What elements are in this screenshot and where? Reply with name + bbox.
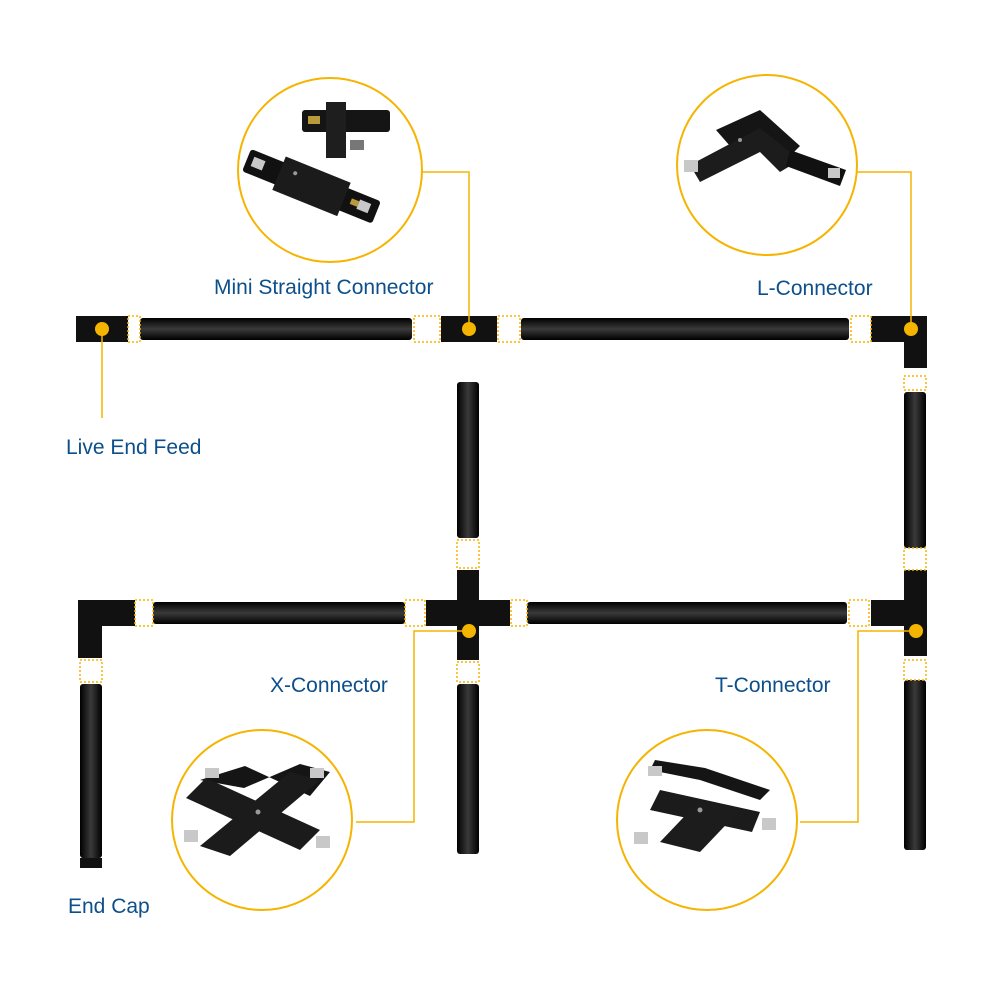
t-connector-block bbox=[871, 570, 927, 656]
track-rail bbox=[521, 318, 849, 340]
t-connector-image bbox=[634, 760, 776, 852]
joint-markers bbox=[79, 315, 927, 683]
x-connector-image bbox=[184, 764, 330, 856]
x-connector-dot bbox=[462, 624, 476, 638]
x-connector-callout bbox=[171, 729, 353, 911]
track-rail bbox=[140, 318, 412, 340]
l-connector-image bbox=[684, 110, 846, 186]
l-connector-block bbox=[871, 316, 927, 368]
marker-dots bbox=[95, 322, 923, 638]
track-rail bbox=[457, 382, 479, 538]
track-rail bbox=[80, 684, 102, 858]
label-l-connector: L-Connector bbox=[757, 277, 873, 300]
track-rails bbox=[80, 318, 926, 858]
l-connector-callout bbox=[676, 74, 858, 256]
elbow-connector-block bbox=[78, 600, 135, 658]
label-x-connector: X-Connector bbox=[270, 674, 388, 697]
track-rail bbox=[153, 602, 405, 624]
t-connector-dot bbox=[909, 624, 923, 638]
end-cap-block bbox=[80, 858, 102, 868]
mini-straight-dot bbox=[462, 322, 476, 336]
label-mini-straight-connector: Mini Straight Connector bbox=[214, 276, 434, 299]
mini-straight-callout bbox=[237, 77, 423, 263]
leader-lines bbox=[101, 171, 916, 823]
label-end-cap: End Cap bbox=[68, 895, 150, 918]
x-connector-block bbox=[426, 570, 510, 660]
label-live-end-feed: Live End Feed bbox=[66, 436, 202, 459]
l-connector-dot bbox=[904, 322, 918, 336]
track-rail bbox=[904, 392, 926, 548]
track-rail bbox=[904, 680, 926, 850]
mini-straight-connector-image bbox=[243, 102, 390, 223]
live-end-feed-dot bbox=[95, 322, 109, 336]
label-t-connector: T-Connector bbox=[715, 674, 831, 697]
track-rail bbox=[527, 602, 847, 624]
track-rail bbox=[457, 684, 479, 854]
t-connector-callout bbox=[616, 729, 798, 911]
